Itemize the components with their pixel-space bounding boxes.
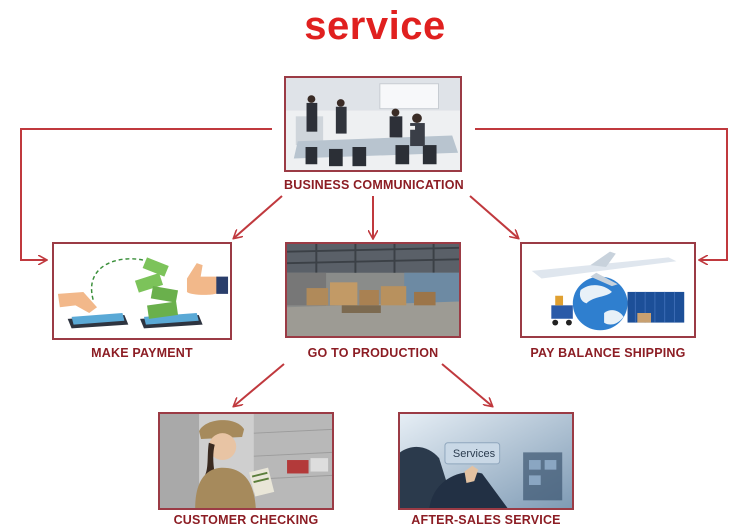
touchscreen-photo-icon: Services xyxy=(398,412,574,510)
connector-to-shipping xyxy=(469,195,518,238)
connector-to-payment xyxy=(234,195,283,238)
meeting-photo-icon xyxy=(284,76,462,172)
step-label: PAY BALANCE SHIPPING xyxy=(530,346,686,360)
step-label: BUSINESS COMMUNICATION xyxy=(284,178,464,192)
page-title: service xyxy=(304,4,446,48)
warehouse-photo-icon xyxy=(285,242,461,338)
step-label: MAKE PAYMENT xyxy=(91,346,193,360)
worker-photo-icon xyxy=(158,412,334,510)
step-label: CUSTOMER CHECKING xyxy=(173,513,319,527)
connector-right-bracket xyxy=(475,128,728,260)
shipping-illustration-icon xyxy=(520,242,696,338)
connector-to-checking xyxy=(234,363,285,406)
connector-to-after-sales xyxy=(441,363,492,406)
step-label: AFTER-SALES SERVICE xyxy=(411,513,561,527)
connector-left-bracket xyxy=(20,128,272,260)
payment-illustration-icon xyxy=(52,242,232,340)
services-screen-text: Services xyxy=(452,448,496,460)
step-label: GO TO PRODUCTION xyxy=(307,346,439,360)
